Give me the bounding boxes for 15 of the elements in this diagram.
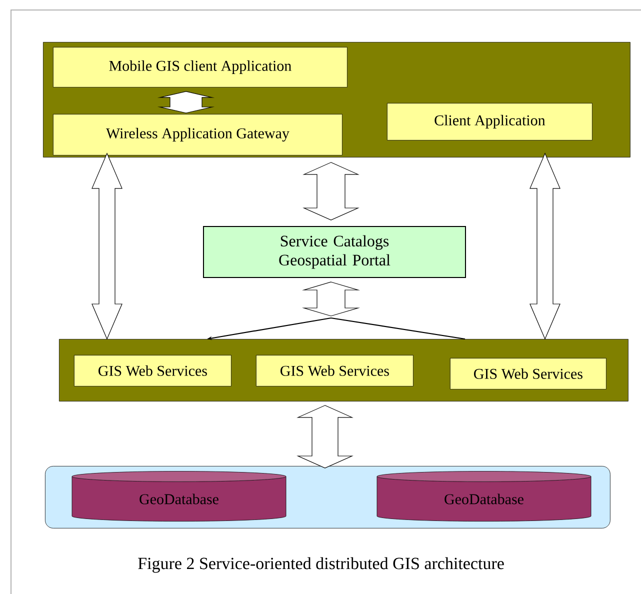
figure-caption: Figure 2 Service-oriented distributed GIS architecture <box>138 557 504 573</box>
application-box: GIS Web Services <box>256 355 414 386</box>
block-arrow <box>157 91 215 114</box>
block-arrow <box>296 405 354 468</box>
application-box: GIS Web Services <box>450 358 606 390</box>
block-arrow <box>302 162 360 220</box>
application-box: Wireless Application Gateway <box>53 114 342 156</box>
database-cylinder: GeoDatabase <box>72 471 286 522</box>
application-box: Client Application <box>387 103 592 140</box>
database-cylinder: GeoDatabase <box>376 471 592 522</box>
connector-line <box>330 317 466 340</box>
portal-box: Service Catalogs Geospatial Portal <box>203 226 466 278</box>
application-box: GIS Web Services <box>74 355 232 386</box>
application-box: Mobile GIS client Application <box>53 47 348 88</box>
block-arrow <box>302 282 360 316</box>
